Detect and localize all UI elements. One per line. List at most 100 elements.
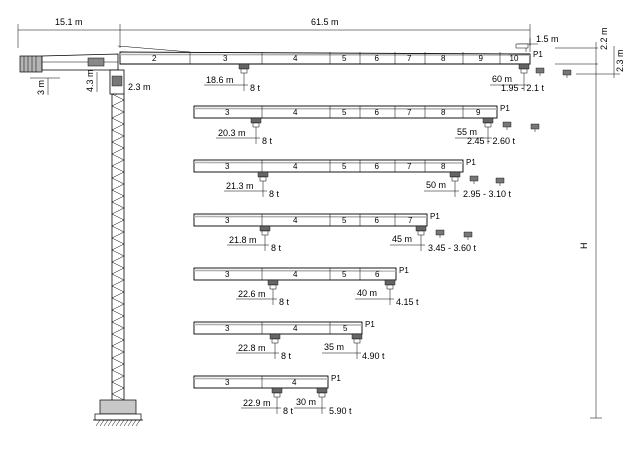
- tip-load-label: 5.90 t: [329, 406, 352, 416]
- tip-load-label: 4.90 t: [362, 351, 385, 361]
- segment-label: 4: [292, 378, 297, 387]
- segment-label: 5: [342, 108, 347, 117]
- tower-mast: 4.3 m 2.3 m: [85, 69, 151, 427]
- extra-hook-icon: [435, 229, 445, 238]
- segment-label: 9: [479, 54, 484, 63]
- max-radius-trolley: [449, 171, 461, 184]
- segment-label: 3: [225, 108, 230, 117]
- max-load-label: 8 t: [283, 406, 294, 416]
- extra-hook-icon: [469, 175, 479, 184]
- segment-label: 6: [375, 54, 380, 63]
- segment-label: 7: [407, 54, 412, 63]
- min-radius-label: 21.3 m: [226, 181, 254, 191]
- tip-label: P1: [399, 266, 409, 275]
- max-radius-label: 30 m: [296, 397, 316, 407]
- cab-height-label: 3 m: [36, 80, 46, 95]
- max-load-label: 8 t: [281, 351, 292, 361]
- max-radius-label: 40 m: [357, 288, 377, 298]
- right-dimensions: 2.2 m 2.3 m H: [555, 27, 625, 419]
- min-radius-trolley: [250, 117, 262, 130]
- height-a-label: 2.2 m: [599, 27, 609, 50]
- max-radius-trolley: [415, 225, 427, 238]
- min-radius-label: 22.6 m: [238, 289, 266, 299]
- segment-label: 4: [293, 216, 298, 225]
- segment-label: 10: [510, 54, 519, 63]
- tip-load-label: 2.95 - 3.10 t: [463, 189, 512, 199]
- max-radius-trolley: [351, 333, 363, 346]
- segment-label: 4: [293, 324, 298, 333]
- segment-label: 3: [225, 270, 230, 279]
- jib-body: [193, 321, 363, 335]
- min-radius-trolley: [271, 387, 283, 400]
- mast-top-label: 4.3 m: [85, 69, 95, 92]
- min-radius-label: 22.9 m: [243, 398, 271, 408]
- max-radius-label: 50 m: [426, 180, 446, 190]
- tip-offset-label: 1.5 m: [536, 34, 559, 44]
- max-radius-label: 55 m: [457, 127, 477, 137]
- segment-label: 7: [408, 216, 413, 225]
- pivot-offset-label: 2.3 m: [128, 82, 151, 92]
- jib-body: [193, 375, 329, 389]
- tip-load-label: 4.15 t: [396, 297, 419, 307]
- segment-label: 6: [375, 108, 380, 117]
- max-load-label: 8 t: [279, 297, 290, 307]
- min-radius-trolley: [257, 171, 269, 184]
- height-under-hook-label: H: [579, 243, 589, 250]
- segment-label: 3: [223, 54, 228, 63]
- segment-label: 3: [225, 216, 230, 225]
- min-radius-trolley: [238, 63, 250, 76]
- segment-label: 5: [342, 162, 347, 171]
- min-radius-label: 20.3 m: [218, 128, 246, 138]
- max-radius-trolley: [482, 117, 494, 130]
- segment-label: 4: [293, 54, 298, 63]
- segment-label: 2: [152, 54, 157, 63]
- segment-label: 5: [343, 324, 348, 333]
- segment-label: 5: [342, 54, 347, 63]
- max-load-label: 8 t: [269, 189, 280, 199]
- min-radius-trolley: [267, 279, 279, 292]
- jib-body: [119, 51, 531, 65]
- segment-label: 6: [375, 216, 380, 225]
- height-b-label: 2.3 m: [615, 49, 625, 72]
- segment-label: 4: [293, 162, 298, 171]
- segment-label: 4: [293, 270, 298, 279]
- segment-label: 3: [225, 324, 230, 333]
- extra-hook-icon: [502, 121, 512, 130]
- tip-label: P1: [430, 212, 440, 221]
- segment-label: 4: [293, 108, 298, 117]
- extra-hook-icon: [495, 177, 505, 186]
- segment-label: 7: [407, 108, 412, 117]
- segment-label: 5: [342, 216, 347, 225]
- counter-jib-length-label: 15.1 m: [55, 17, 83, 27]
- min-radius-label: 18.6 m: [206, 75, 234, 85]
- segment-label: 9: [476, 108, 481, 117]
- tip-load-label: 3.45 - 3.60 t: [428, 243, 477, 253]
- segment-label: 8: [441, 108, 446, 117]
- extra-hook-icon: [535, 67, 545, 76]
- max-radius-trolley: [518, 63, 530, 76]
- extra-hook-icon: [463, 231, 473, 240]
- segment-label: 5: [342, 270, 347, 279]
- tip-label: P1: [466, 158, 476, 167]
- max-radius-trolley: [384, 279, 396, 292]
- min-radius-label: 21.8 m: [229, 235, 257, 245]
- max-radius-label: 45 m: [392, 234, 412, 244]
- jib-length-label: 61.5 m: [311, 17, 339, 27]
- segment-label: 8: [441, 54, 446, 63]
- max-radius-label: 60 m: [492, 74, 512, 84]
- max-radius-label: 35 m: [324, 342, 344, 352]
- segment-label: 8: [441, 162, 446, 171]
- min-radius-label: 22.8 m: [238, 343, 266, 353]
- segment-label: 3: [225, 162, 230, 171]
- tip-load-label: 2.45 - 2.60 t: [467, 136, 516, 146]
- segment-label: 7: [407, 162, 412, 171]
